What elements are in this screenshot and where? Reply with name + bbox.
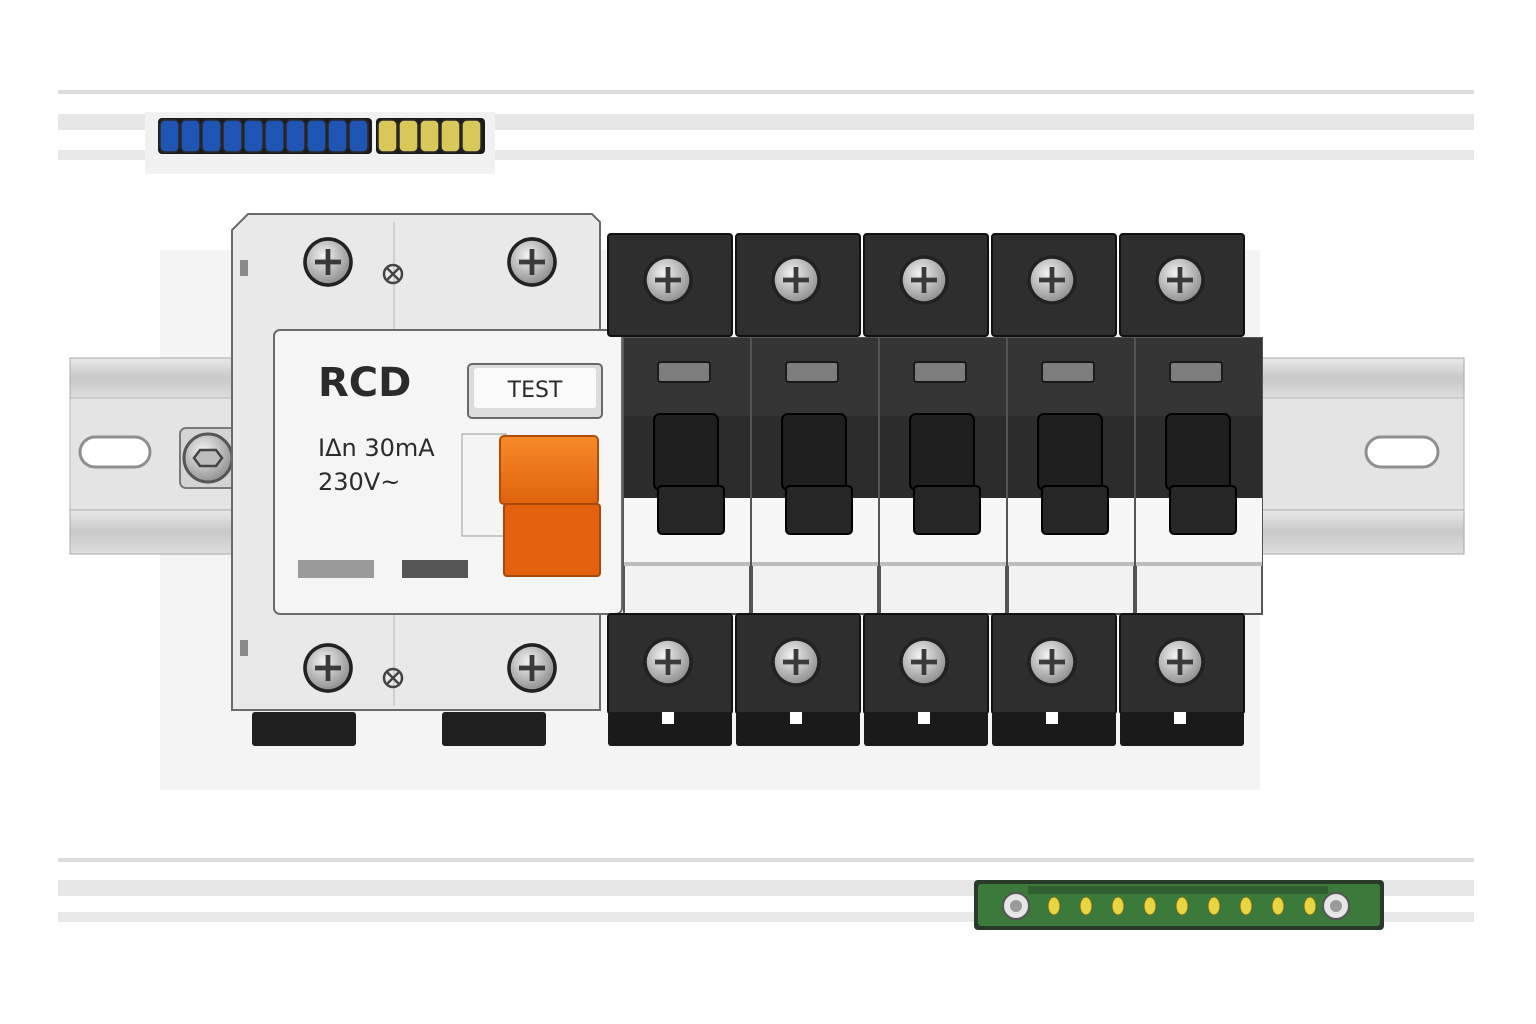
phillips-screw-icon [771,255,821,305]
din-rail-slot-left [78,435,152,469]
rcd-rating-voltage: 230V~ [318,468,400,496]
phillips-screw-icon [899,637,949,687]
mcb-row [607,233,1263,746]
cross-mark-icon [382,263,404,285]
mcb-breaker [991,233,1135,746]
mcb-indicator-window [1041,361,1095,383]
earth-bar-terminal [419,119,440,153]
terminal-pin [1143,896,1157,916]
phillips-screw-icon [899,255,949,305]
mcb-breaker [1119,233,1263,746]
mcb-indicator-window [913,361,967,383]
earth-bar-terminal [440,119,461,153]
rcd-toggle-handle[interactable] [461,433,601,577]
phillips-screw-icon [643,255,693,305]
neutral-bar-terminal [348,119,369,153]
neutral-bar-terminal [306,119,327,153]
earth-bar-terminal [461,119,482,153]
hex-bolt-icon [179,427,239,489]
phillips-screw-icon [1155,255,1205,305]
mcb-indicator-window [785,361,839,383]
phillips-screw-icon [507,643,557,693]
terminal-pin [1207,896,1221,916]
terminal-pin [1239,896,1253,916]
rcd-indicator-strip [402,560,468,578]
test-button-label: TEST [507,378,563,403]
mcb-toggle-lever[interactable] [653,413,725,535]
neutral-bar-terminal [201,119,222,153]
mcb-breaker [735,233,879,746]
phillips-screw-icon [771,637,821,687]
terminal-pin [1303,896,1317,916]
neutral-bar-terminal [243,119,264,153]
neutral-bar-terminal [264,119,285,153]
neutral-bar [158,118,372,154]
test-button[interactable]: TEST [467,363,603,419]
phillips-screw-icon [1027,637,1077,687]
mcb-breaker [607,233,751,746]
neutral-bar-terminal [180,119,201,153]
neutral-bar-terminal [159,119,180,153]
mcb-indicator-window [1169,361,1223,383]
terminal-pin [1111,896,1125,916]
rcd-indicator-strip [298,560,374,578]
phillips-screw-icon [1027,255,1077,305]
terminal-strip [974,880,1384,930]
mcb-indicator-window [657,361,711,383]
din-rail-slot-right [1364,435,1440,469]
phillips-screw-icon [643,637,693,687]
terminal-pin [1175,896,1189,916]
rcd-title: RCD [318,360,411,406]
neutral-bar-terminal [327,119,348,153]
rcd-device: RCD IΔn 30mA 230V~ TEST [231,213,623,746]
phillips-screw-icon [507,237,557,287]
earth-bar [376,118,485,154]
mcb-toggle-lever[interactable] [909,413,981,535]
earth-bar-terminal [377,119,398,153]
mcb-toggle-lever[interactable] [1037,413,1109,535]
terminal-pin [1079,896,1093,916]
neutral-bar-terminal [285,119,306,153]
mcb-toggle-lever[interactable] [781,413,853,535]
terminal-pin [1271,896,1285,916]
earth-bar-terminal [398,119,419,153]
mcb-breaker [863,233,1007,746]
phillips-screw-icon [303,237,353,287]
mcb-toggle-lever[interactable] [1165,413,1237,535]
rcd-rating-current: IΔn 30mA [318,434,435,462]
terminal-pin [1047,896,1061,916]
phillips-screw-icon [303,643,353,693]
cross-mark-icon [382,667,404,689]
neutral-bar-terminal [222,119,243,153]
phillips-screw-icon [1155,637,1205,687]
